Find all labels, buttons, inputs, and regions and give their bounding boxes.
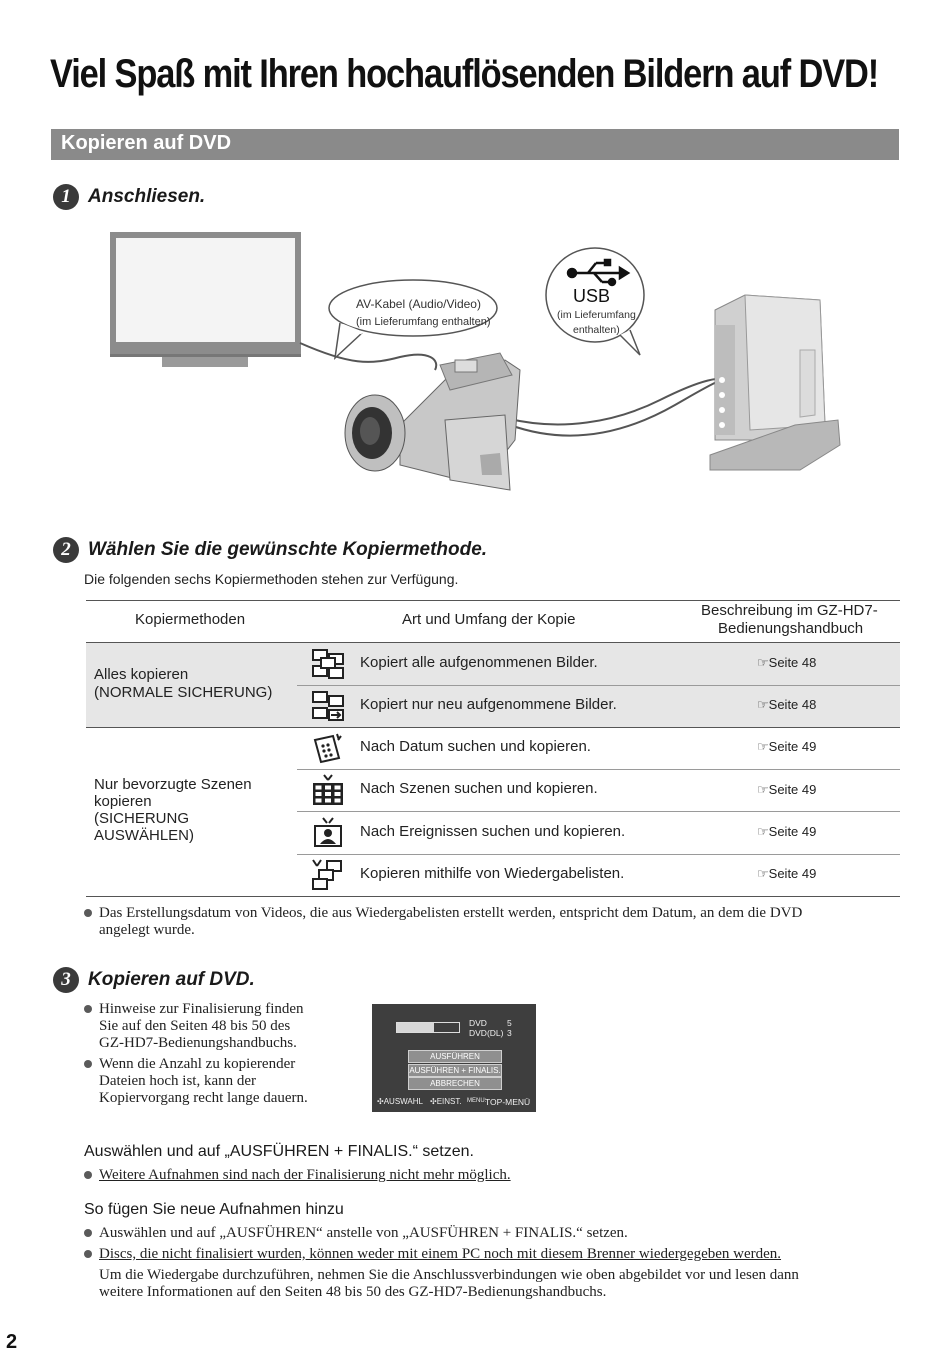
section-title: Kopieren auf DVD — [61, 132, 232, 154]
step-2-heading: Wählen Sie die gewünschte Kopiermethode. — [88, 539, 488, 560]
av-cable-label: AV-Kabel (Audio/Video) — [356, 297, 481, 311]
usb-icon — [566, 258, 631, 287]
lcd-execute-finalize-button[interactable]: AUSFÜHREN + FINALIS. — [408, 1064, 502, 1077]
table-header-rule — [86, 642, 900, 643]
col2-header: Art und Umfang der Kopie — [402, 611, 576, 628]
group2-label-3: (SICHERUNG — [94, 810, 190, 827]
row-page-ref: ☞Seite 48 — [757, 655, 817, 670]
page-title: Viel Spaß mit Ihren hochauflösenden Bild… — [50, 52, 879, 96]
lcd-footer-topmenu: TOP-MENÜ — [485, 1097, 531, 1107]
row-page-ref: ☞Seite 49 — [757, 782, 817, 797]
step3-bullet2-line2: Dateien hoch ist, kann der — [99, 1073, 257, 1089]
connection-illustration — [110, 232, 841, 491]
add-bullet-1: Auswählen und auf „AUSFÜHREN“ anstelle v… — [99, 1225, 628, 1241]
copy-new-icon — [312, 691, 344, 721]
usb-label: USB — [573, 286, 611, 306]
av-cable-callout — [328, 279, 498, 360]
table-note-1: Das Erstellungsdatum von Videos, die aus… — [99, 905, 803, 921]
step3-bullet1-line2: Sie auf den Seiten 48 bis 50 des — [99, 1018, 291, 1034]
lcd-dvd-value: 5 — [507, 1018, 512, 1028]
table-note-2: angelegt wurde. — [99, 922, 195, 938]
bullet-dot — [84, 909, 92, 917]
lcd-footer-menu: MENU: — [467, 1098, 487, 1104]
bullet-dot — [84, 1005, 92, 1013]
capacity-bar — [396, 1022, 460, 1033]
bullet-dot — [84, 1229, 92, 1237]
add-recordings-heading: So fügen Sie neue Aufnahmen hinzu — [84, 1201, 344, 1218]
playlist-icon — [312, 859, 342, 890]
bullet-dot — [84, 1250, 92, 1258]
table-top-rule — [86, 600, 900, 601]
row-text: Nach Szenen suchen und kopieren. — [360, 780, 598, 797]
step3-bullet1-line3: GZ-HD7-Bedienungshandbuchs. — [99, 1035, 297, 1051]
group2-label-2: kopieren — [94, 793, 152, 810]
lcd-dvd-label: DVD — [469, 1018, 487, 1028]
lcd-dvddl-value: 3 — [507, 1028, 512, 1038]
camcorder-icon — [344, 352, 521, 491]
camera-lcd-screen: DVD 5 DVD(DL) 3 AUSFÜHREN AUSFÜHREN + FI… — [372, 1004, 536, 1112]
group2-label-1: Nur bevorzugte Szenen — [94, 776, 252, 793]
row-page-ref: ☞Seite 49 — [757, 824, 817, 839]
lcd-footer-set: ✣EINST. — [430, 1097, 462, 1106]
step-1-heading: Anschliesen. — [88, 186, 206, 207]
table-bottom-rule — [86, 896, 900, 897]
step3-instruction: Auswählen und auf „AUSFÜHREN + FINALIS.“… — [84, 1143, 474, 1160]
dvd-burner-icon — [709, 294, 841, 471]
row-page-ref: ☞Seite 49 — [757, 866, 817, 881]
step3-bullet2-line3: Kopiervorgang recht lange dauern. — [99, 1090, 308, 1106]
usb-callout — [545, 247, 645, 356]
step3-instruction-note: Weitere Aufnahmen sind nach der Finalisi… — [99, 1167, 511, 1183]
group1-label-1: Alles kopieren — [94, 666, 189, 683]
add-text-2: weitere Informationen auf den Seiten 48 … — [99, 1284, 607, 1300]
capacity-bar-fill — [397, 1023, 435, 1032]
col3-header-1: Beschreibung im GZ-HD7- — [701, 602, 878, 619]
lcd-execute-button[interactable]: AUSFÜHREN — [408, 1050, 502, 1063]
group2-label-4: AUSWÄHLEN) — [94, 827, 195, 844]
step3-bullet1-line1: Hinweise zur Finalisierung finden — [99, 1001, 304, 1017]
scene-grid-icon — [313, 774, 343, 805]
tv-icon — [110, 232, 301, 367]
step-2-intro: Die folgenden sechs Kopiermethoden stehe… — [84, 571, 459, 587]
page-number: 2 — [6, 1331, 18, 1353]
av-cable-sublabel: (im Lieferumfang enthalten) — [356, 316, 491, 328]
group1-label-2: (NORMALE SICHERUNG) — [94, 684, 273, 701]
usb-sublabel-1: (im Lieferumfang — [557, 309, 636, 321]
copy-all-icon — [312, 649, 344, 679]
step-3-heading: Kopieren auf DVD. — [88, 969, 255, 990]
lcd-dvddl-label: DVD(DL) — [469, 1028, 504, 1038]
row-text: Nach Datum suchen und kopieren. — [360, 738, 591, 755]
lcd-cancel-button[interactable]: ABBRECHEN — [408, 1077, 502, 1090]
step-2-number: 2 — [53, 537, 79, 563]
add-bullet-2: Discs, die nicht finalisiert wurden, kön… — [99, 1246, 782, 1262]
bullet-dot — [84, 1171, 92, 1179]
step3-bullet2-line1: Wenn die Anzahl zu kopierender — [99, 1056, 296, 1072]
date-search-icon — [313, 733, 342, 764]
usb-sublabel-2: enthalten) — [573, 324, 620, 336]
bullet-dot — [84, 1060, 92, 1068]
row-text: Nach Ereignissen suchen und kopieren. — [360, 823, 626, 840]
section-header: Kopieren auf DVD — [51, 129, 899, 160]
row-text: Kopiert alle aufgenommenen Bilder. — [360, 654, 598, 671]
add-text-1: Um die Wiedergabe durchzuführen, nehmen … — [99, 1267, 799, 1283]
row-text: Kopiert nur neu aufgenommene Bilder. — [360, 696, 617, 713]
col1-header: Kopiermethoden — [135, 611, 246, 628]
step-1-number: 1 — [53, 184, 79, 210]
col3-header-2: Bedienungshandbuch — [718, 620, 864, 637]
step-3-number: 3 — [53, 967, 79, 993]
row-text: Kopieren mithilfe von Wiedergabelisten. — [360, 865, 625, 882]
event-icon — [314, 817, 342, 847]
lcd-footer-select: ✣AUSWAHL — [377, 1097, 423, 1106]
row-page-ref: ☞Seite 49 — [757, 739, 817, 754]
row-page-ref: ☞Seite 48 — [757, 697, 817, 712]
